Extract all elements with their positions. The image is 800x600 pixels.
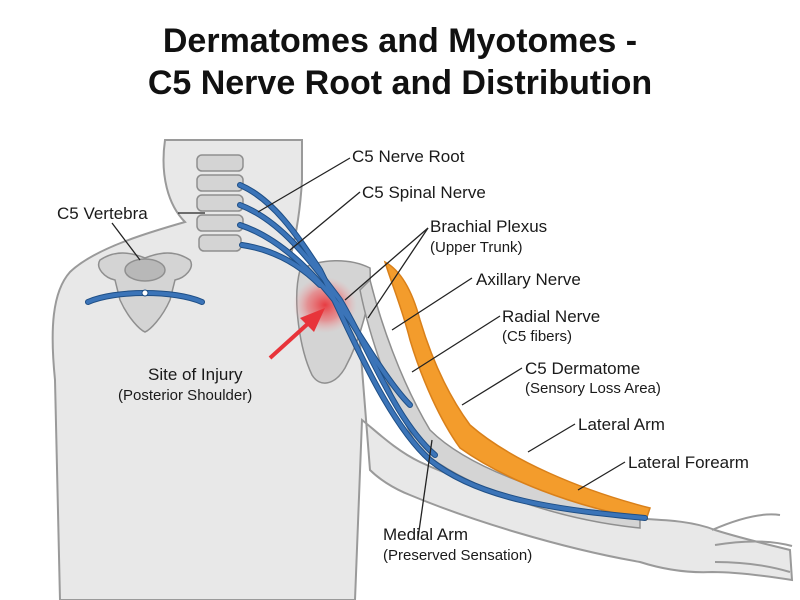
label-lateral-arm: Lateral Arm (578, 415, 665, 434)
label-lateral-forearm: Lateral Forearm (628, 453, 749, 472)
leader-lines (111, 157, 626, 539)
label-c5-dermatome-sub: (Sensory Loss Area) (525, 380, 661, 397)
hand-fingers (711, 513, 793, 573)
cervical-spine (196, 154, 244, 252)
injury-arrow (268, 308, 325, 360)
vertebra-cross-section (85, 252, 205, 333)
label-brachial-plexus: Brachial Plexus (430, 217, 547, 236)
label-axillary-nerve: Axillary Nerve (476, 270, 581, 289)
label-radial-nerve: Radial Nerve (502, 307, 600, 326)
label-c5-spinal-nerve: C5 Spinal Nerve (362, 183, 486, 202)
label-brachial-plexus-sub: (Upper Trunk) (430, 239, 523, 256)
label-c5-dermatome: C5 Dermatome (525, 359, 640, 378)
title-line-2: C5 Nerve Root and Distribution (148, 64, 652, 102)
label-site-of-injury-sub: (Posterior Shoulder) (118, 387, 252, 404)
label-site-of-injury: Site of Injury (148, 365, 243, 384)
title-line-1: Dermatomes and Myotomes - (163, 22, 637, 60)
label-medial-arm-sub: (Preserved Sensation) (383, 547, 532, 564)
label-c5-nerve-root: C5 Nerve Root (352, 147, 465, 166)
body-silhouette (51, 139, 794, 600)
label-radial-nerve-sub: (C5 fibers) (502, 328, 572, 345)
label-c5-vertebra: C5 Vertebra (57, 204, 148, 223)
label-medial-arm: Medial Arm (383, 525, 468, 544)
c5-nerves (237, 182, 648, 521)
